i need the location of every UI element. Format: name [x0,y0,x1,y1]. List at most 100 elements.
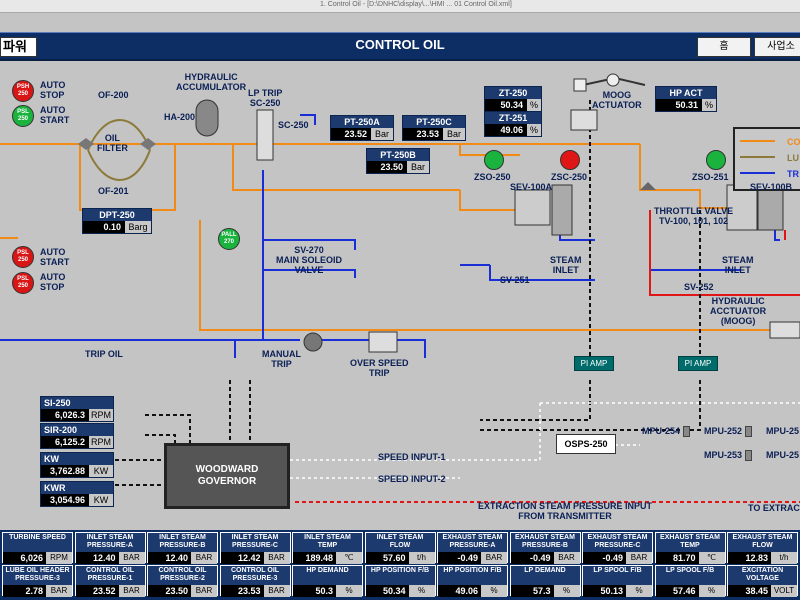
summary-value: -0.49 [438,552,481,564]
summary-value: 50.34 [365,585,409,597]
summary-label: INLET STEAM PRESSURE-C [231,534,279,549]
summary-value: 12.40 [75,552,119,564]
summary-label: EXHAUST STEAM PRESSURE-B [515,534,575,549]
psl-250-alarm-b[interactable]: PSL 250 [12,272,34,294]
summary-label: LP SPOOL F/B [665,567,715,574]
mpu-253-sensor-icon [745,450,753,462]
summary-unit: % [336,585,362,597]
summary-label: HP DEMAND [306,567,349,574]
zso-250-label: ZSO-250 [474,172,511,182]
home-button[interactable]: 홈 [697,37,751,57]
language-button[interactable]: 파워 [0,37,37,57]
summary-value: -0.49 [510,552,554,564]
summary-value: 12.42 [220,552,264,564]
summary-value: 12.40 [148,552,191,564]
site-button[interactable]: 사업소 [754,37,800,57]
psh-250-alarm[interactable]: PSH 250 [12,80,34,102]
mpu-254: MPU-254 [642,426,691,438]
psl-250-status[interactable]: PSL 250 [12,105,34,127]
mpu-25-b: MPU-25 [766,450,800,460]
summary-unit: t/h [408,552,435,564]
summary-label: INLET STEAM PRESSURE-A [86,534,134,549]
speed-input-2-label: SPEED INPUT-2 [378,474,446,484]
summary-label: INLET STEAM PRESSURE-B [159,534,206,549]
summary-label: LP DEMAND [524,567,566,574]
summary-unit: RPM [46,552,72,564]
of-201-label: OF-201 [98,186,129,196]
header-bar: 파워 CONTROL OIL 홈 사업소 [0,32,800,61]
of-200-label: OF-200 [98,90,129,100]
woodward-governor-label: WOODWARD GOVERNOR [195,464,259,487]
summary-value: 23.53 [220,585,264,597]
sv-270-label: SV-270 MAIN SOLEOID VALVE [276,245,343,275]
summary-value: -0.49 [583,552,626,564]
summary-value: 23.52 [75,585,119,597]
pi-amp-b[interactable]: PI AMP [678,356,718,371]
summary-value: 57.3 [510,585,554,597]
auto-stop-label-top: AUTO STOP [40,80,66,100]
over-speed-trip-label: OVER SPEED TRIP [350,358,409,378]
to-extraction-label: TO EXTRAC [748,503,800,513]
summary-label: EXHAUST STEAM TEMP [660,534,720,549]
trip-oil-label: TRIP OIL [85,349,123,359]
summary-unit: BAR [553,552,580,564]
window-title: 1. Control Oil - [D:\DNHC\display\...\HM… [320,1,512,8]
summary-label: INLET STEAM FLOW [376,534,424,549]
summary-value: 38.45 [728,585,771,597]
summary-label: EXHAUST STEAM PRESSURE-A [442,534,503,549]
summary-unit: % [626,585,652,597]
sv-251-label: SV-251 [500,275,530,285]
sc-250-label: SC-250 [278,120,309,130]
woodward-governor[interactable]: WOODWARD GOVERNOR [164,443,290,509]
summary-value: 49.06 [438,585,481,597]
throttle-valve-label: THROTTLE VALVE TV-100, 101, 102 [654,206,734,226]
summary-value: 50.13 [583,585,626,597]
legend-box: CO LU TR [733,127,800,191]
summary-unit: BAR [626,552,652,564]
osps-250-box[interactable]: OSPS-250 [556,434,616,454]
pall-270-status[interactable]: PALL 270 [218,228,240,250]
summary-value: 6,026 [3,552,46,564]
mpu-252: MPU-252 [704,426,753,438]
hp-act-display[interactable]: HP ACT 50.31% [655,86,717,112]
zsc-250-lamp [560,150,580,170]
sv-252-label: SV-252 [684,282,714,292]
moog-actuator-label: MOOG ACTUATOR [592,90,642,110]
legend-item-lu: LU [787,153,799,163]
summary-unit: % [408,585,435,597]
zt-250-display[interactable]: ZT-250 50.34% [484,86,542,112]
auto-start-label-top: AUTO START [40,105,70,125]
summary-label: EXCITATION VOLTAGE [741,567,784,582]
legend-item-co: CO [787,137,800,147]
summary-unit: ℃ [336,552,362,564]
summary-unit: VOLT [771,585,797,597]
summary-label: CONTROL OIL PRESSURE-1 [85,567,135,582]
hydraulic-actuator-label: HYDRAULIC ACCTUATOR (MOOG) [710,296,767,326]
lp-trip-label: LP TRIP SC-250 [248,88,283,108]
summary-value: 81.70 [655,552,699,564]
mpu-253: MPU-253 [704,450,753,462]
zt-251-display[interactable]: ZT-251 49.06% [484,111,542,137]
extraction-pressure-label: EXTRACTION STEAM PRESSURE INPUT FROM TRA… [478,501,653,521]
pi-amp-a[interactable]: PI AMP [574,356,614,371]
zso-250-lamp [484,150,504,170]
psl-250-alarm-a[interactable]: PSL 250 [12,246,34,268]
summary-unit: BAR [263,552,290,564]
